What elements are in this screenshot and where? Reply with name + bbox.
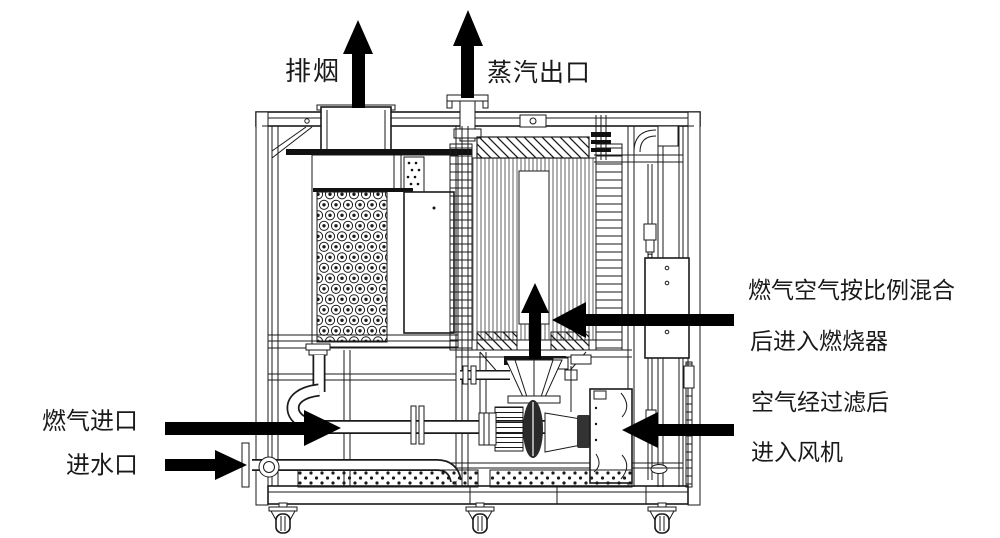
label-mix-line1: 燃气空气按比例混合	[748, 278, 955, 304]
gas-inlet-arrow	[165, 410, 341, 446]
label-gas-inlet: 燃气进口	[42, 407, 138, 435]
label-water-inlet: 进水口	[66, 451, 138, 479]
mix-inlet-arrow	[552, 302, 734, 338]
fan-housing	[589, 388, 633, 484]
label-air-line2: 进入风机	[751, 440, 843, 466]
side-cover-panel	[403, 191, 455, 334]
caster-wheel	[647, 502, 677, 534]
motor-fins	[494, 406, 524, 452]
tube-bundle	[316, 191, 388, 343]
economizer-section	[268, 104, 472, 349]
electrical-box	[644, 257, 690, 359]
fan-air-arrow	[622, 412, 734, 448]
perforated-base-right	[489, 469, 633, 488]
label-steam-outlet: 蒸汽出口	[487, 58, 592, 87]
steam-outlet-arrow	[453, 10, 483, 98]
perforated-base-left	[297, 469, 479, 488]
exhaust-arrow	[343, 20, 373, 108]
caster-wheels	[268, 502, 677, 534]
caster-wheel	[465, 502, 495, 534]
burner-flow-arrow	[521, 283, 549, 359]
water-inlet-arrow	[165, 450, 247, 480]
lifting-lug	[519, 114, 547, 128]
chimney-duct	[316, 104, 396, 153]
flow-arrows	[165, 10, 734, 480]
diffuser-cone	[544, 412, 582, 453]
label-air-line1: 空气经过滤后	[751, 390, 889, 416]
vent-slot	[650, 464, 668, 474]
burner-fan-assembly	[478, 359, 633, 484]
label-mix-line2: 后进入燃烧器	[750, 329, 888, 355]
label-exhaust: 排烟	[285, 57, 342, 87]
screw-icon	[304, 118, 310, 124]
perforated-panel	[403, 156, 425, 193]
caster-wheel	[268, 502, 298, 534]
